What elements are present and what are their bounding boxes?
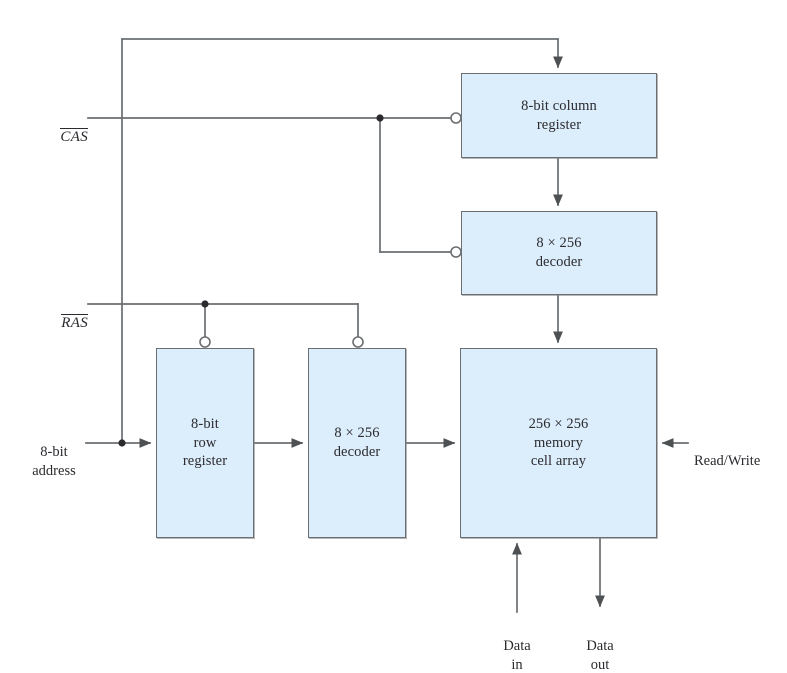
block-row-decoder[interactable]: 8 × 256 decoder	[308, 348, 406, 538]
junction-dot-ras	[201, 300, 209, 308]
junction-dot-cas	[376, 114, 384, 122]
block-column-decoder[interactable]: 8 × 256 decoder	[461, 211, 657, 295]
inversion-bubble-column-decoder	[450, 246, 462, 258]
inversion-bubble-row-decoder	[352, 336, 364, 348]
block-row-register-label: 8-bit row register	[182, 415, 228, 470]
signal-label-read-write-text: Read/Write	[694, 452, 761, 469]
signal-label-data-in: Data in	[493, 618, 541, 673]
signal-label-address-text: 8-bit address	[32, 443, 76, 479]
signal-label-cas: CAS	[46, 108, 88, 147]
signal-label-ras-text: RAS	[61, 313, 88, 331]
signal-label-data-out-text: Data out	[586, 637, 614, 673]
block-memory-cell-array[interactable]: 256 × 256 memory cell array	[460, 348, 657, 538]
junction-dot-address	[118, 439, 126, 447]
signal-label-data-in-text: Data in	[503, 637, 531, 673]
block-row-decoder-label: 8 × 256 decoder	[333, 425, 381, 460]
signal-label-read-write: Read/Write	[694, 433, 786, 471]
block-column-register-label: 8-bit column register	[521, 97, 597, 133]
block-column-register[interactable]: 8-bit column register	[461, 73, 657, 158]
block-memory-cell-array-label: 256 × 256 memory cell array	[528, 415, 589, 470]
block-row-register[interactable]: 8-bit row register	[156, 348, 254, 538]
block-column-decoder-label: 8 × 256 decoder	[535, 235, 583, 270]
signal-label-address: 8-bit address	[22, 424, 86, 481]
signal-label-cas-text: CAS	[60, 127, 88, 145]
inversion-bubble-row-register	[199, 336, 211, 348]
inversion-bubble-column-register	[450, 112, 462, 124]
signal-label-ras: RAS	[46, 294, 88, 333]
signal-label-data-out: Data out	[576, 618, 624, 673]
